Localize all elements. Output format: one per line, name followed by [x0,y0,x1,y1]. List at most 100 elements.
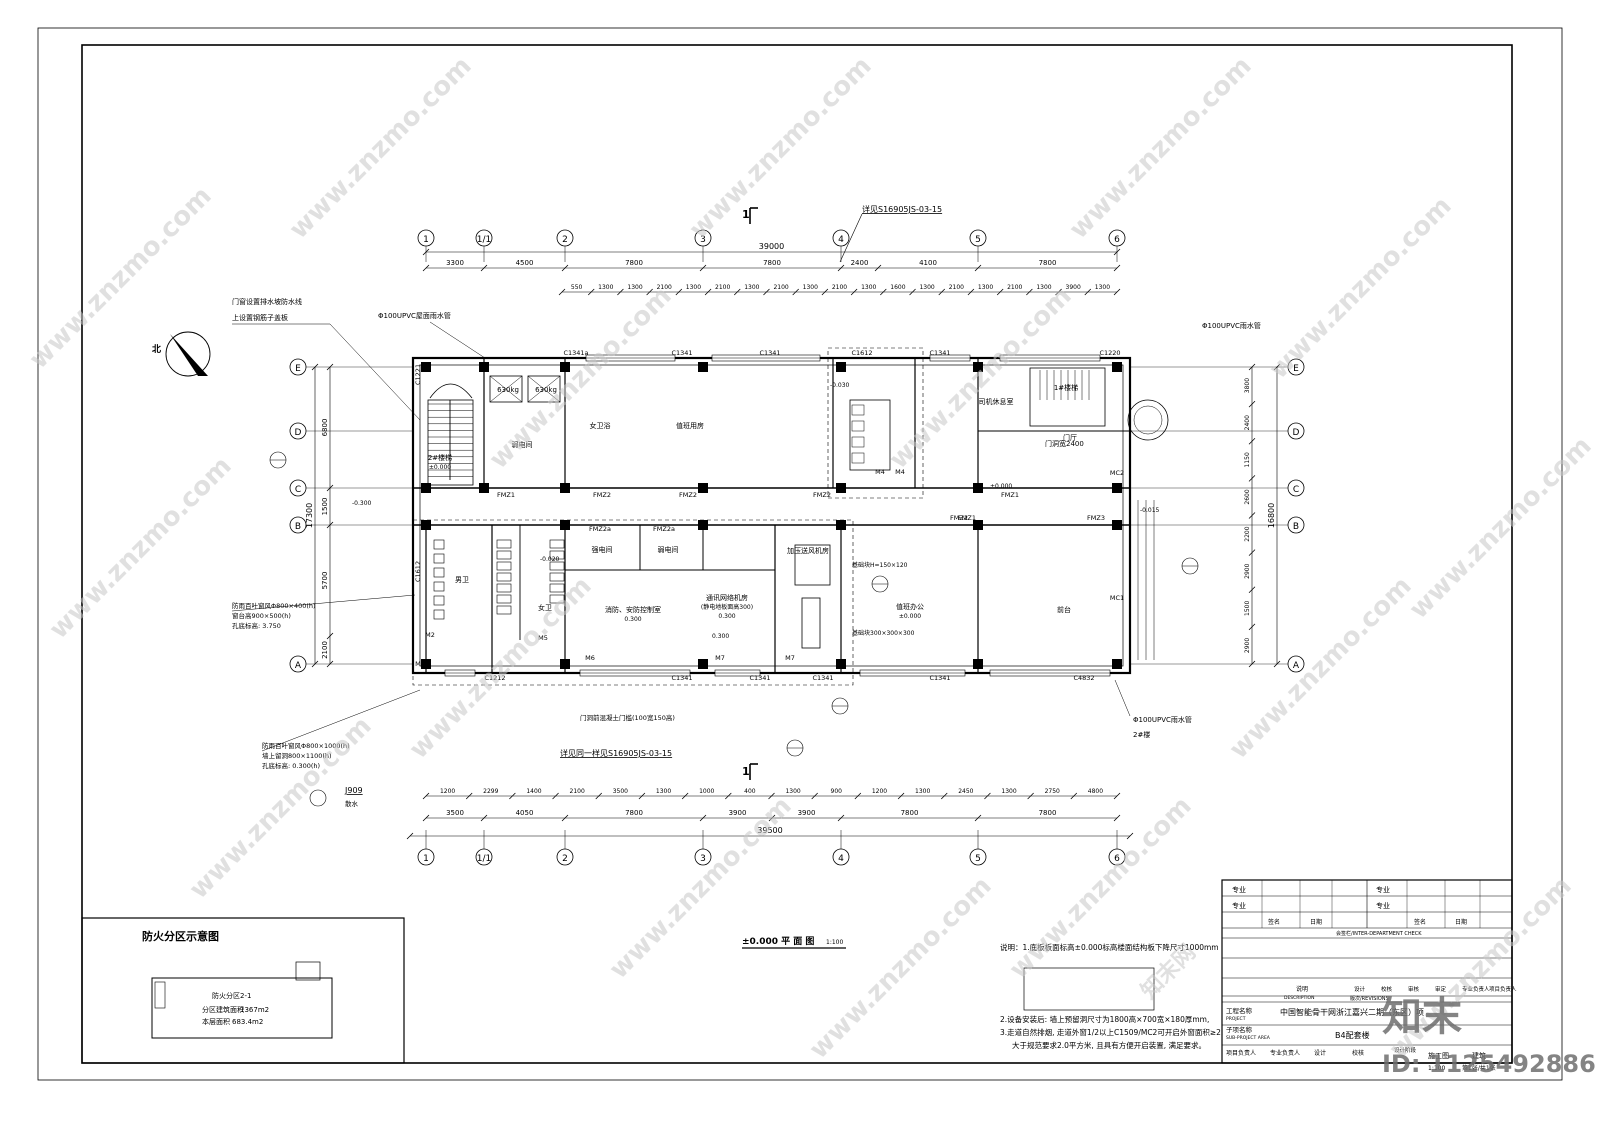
level-mark: -0.020 [540,556,560,563]
door-label: M7 [715,654,725,662]
dim-tick [1027,792,1034,800]
column [1112,362,1122,372]
door-label: FMZ1 [1001,491,1019,499]
dim-value: 1300 [861,284,876,291]
toilet-stall [433,567,445,578]
dim-tick [763,288,770,296]
room-name: 弱电间 [658,545,679,554]
toilet-stall [496,605,512,615]
axis-label: C [295,485,301,495]
annotation-label: 门窗设置排水坡防水线 [232,297,302,306]
pipe-label: Φ100UPVC屋面雨水管 [378,311,451,320]
dim-value: 1300 [915,788,930,795]
toilet-stall [496,539,512,549]
room-name: 女卫 [538,603,552,612]
tb-discipline: 专业 [1232,885,1246,894]
axis-label: 4 [838,854,844,864]
tb-col-label: 审核 [1408,985,1420,993]
column [1112,483,1122,493]
dim-tick [509,792,516,800]
dim-tick [480,264,488,272]
axis-label: 2 [562,854,568,864]
column [479,483,489,493]
dim-tick [940,792,948,800]
annotation-label: 孔底标高: 0.300(h) [262,761,320,770]
dim-value: 7800 [763,259,781,267]
dim-value: 1300 [627,284,642,291]
room-name: 前台 [1057,605,1071,614]
room-name: 630kg [535,386,557,394]
dim-tick [974,264,982,272]
window-label: C1221 [414,364,422,385]
watermark-text: www.znzmo.com [44,451,238,645]
dashed-zone [827,347,924,499]
dim-tick [675,288,683,296]
tb-project-en: PROJECT [1226,1016,1246,1022]
room-level: 0.300 [624,616,641,623]
dim-value: 1500 [1244,601,1251,616]
door-label: M7 [785,654,795,662]
window-label: C1341 [812,674,833,682]
entry-planter-inner [1133,405,1163,435]
drawing-scale: 1:100 [826,939,843,946]
tb-revision: 说明 [1296,985,1308,993]
fire-zone-box [81,917,405,1064]
column [1112,520,1122,530]
dim-value: 2100 [715,284,730,291]
dim-value: 2100 [1007,284,1022,291]
toilet-stall [433,595,445,606]
room-name: 值班用房 [676,421,704,430]
axis-label: 1 [423,235,429,245]
room-name: 消防、安防控制室 [605,605,661,614]
leader [231,594,416,612]
tb-col-label: 专业负责人 [1462,985,1490,993]
dim-value: 3300 [446,259,464,267]
tb-scale: 1:100 [1428,1065,1445,1072]
toilet-stall [433,581,445,592]
annotation-label: 上设置钢筋子盖板 [232,313,288,322]
dim-value: 7800 [625,259,643,267]
dim-value: 2299 [483,788,498,795]
level-mark: -0.015 [1140,507,1160,514]
title-block: 专业专业专业专业签名日期签名日期会签栏/INTER-DEPARTMENT CHE… [1221,879,1517,1072]
window-label: C1341 [671,349,692,357]
level-mark: 0.300 [712,633,729,640]
annotation-label: 墙上留洞800×1100(h) [262,751,332,760]
dim-tick [792,288,799,296]
dim-tick [837,814,845,822]
tb-discipline-value: 建筑 [1472,1051,1486,1060]
note-4: 大于规范要求2.0平方米, 且具有方便开启装置, 满足要求。 [1012,1040,1206,1050]
dim-value: 1300 [1001,788,1016,795]
dim-tick [996,288,1004,296]
column [836,483,846,493]
dim-tick [1248,475,1256,482]
annotation-label: 基础块H=150×120 [852,561,908,569]
dim-value: 2100 [321,641,329,659]
watermark-brand: 知末 [1382,994,1462,1040]
watermark-id: ID: 1125492886 [1382,1050,1596,1078]
elevator-x [489,375,523,403]
column [421,362,431,372]
dim-tick [561,264,569,272]
dim-tick [638,792,646,800]
dim-value: 17300 [305,503,314,528]
door-label: M3 [415,660,425,668]
section-mark-bottom: 1 [742,765,750,778]
outer-border [37,27,1563,1081]
elevator-2 [527,375,561,403]
room-name: 男卫 [455,576,469,584]
column [836,659,846,669]
tb-sheet: 第1张/共1张 [1462,1064,1496,1072]
dim-tick [974,814,982,822]
watermark-text: www.znzmo.com [1264,191,1458,385]
dim-tick [422,792,430,800]
tb-discipline: 专业 [1376,885,1390,894]
axis-label: A [1293,661,1300,671]
dim-value: 3800 [1244,378,1251,393]
level-mark: ±0.000 [990,483,1012,490]
window-label: C1341a [563,349,588,357]
level-mark: -0.300 [352,500,372,507]
fixture [851,436,865,448]
